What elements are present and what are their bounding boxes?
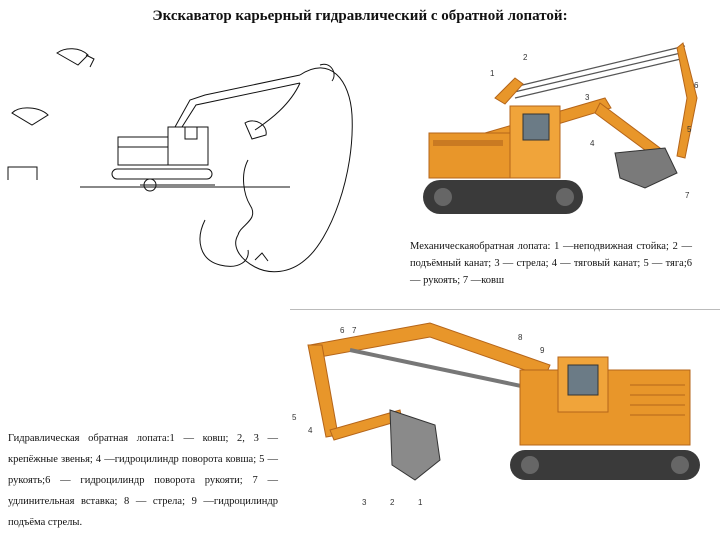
hyd-label-4: 4 [308,426,313,435]
mech-label-5: 5 [687,125,692,134]
mech-label-4: 4 [590,139,595,148]
mech-label-3: 3 [585,93,590,102]
hyd-label-2: 2 [390,498,395,507]
hyd-label-9: 9 [540,346,545,355]
mech-label-2: 2 [523,53,528,62]
page-title: Экскаватор карьерный гидравлический с об… [0,8,720,25]
hydraulic-backhoe-illustration: 6 7 8 9 5 4 3 2 1 [290,315,710,525]
mech-label-6: 6 [694,81,699,90]
hyd-label-1: 1 [418,498,423,507]
hyd-label-7: 7 [352,326,357,335]
excavator-cycle-schematic [0,35,370,325]
mechanical-backhoe-caption: Механическаяобратная лопата: 1 —неподвиж… [410,238,692,289]
hyd-label-6: 6 [340,326,345,335]
mech-label-7: 7 [685,191,690,200]
mech-label-1: 1 [490,69,495,78]
hyd-label-5: 5 [292,413,297,422]
hyd-label-3: 3 [362,498,367,507]
divider [290,309,720,310]
mechanical-backhoe-illustration: 1 2 3 4 5 6 7 [415,38,705,228]
hydraulic-backhoe-caption: Гидравлическая обратная лопата:1 — ковш;… [8,428,278,533]
hyd-label-8: 8 [518,333,523,342]
